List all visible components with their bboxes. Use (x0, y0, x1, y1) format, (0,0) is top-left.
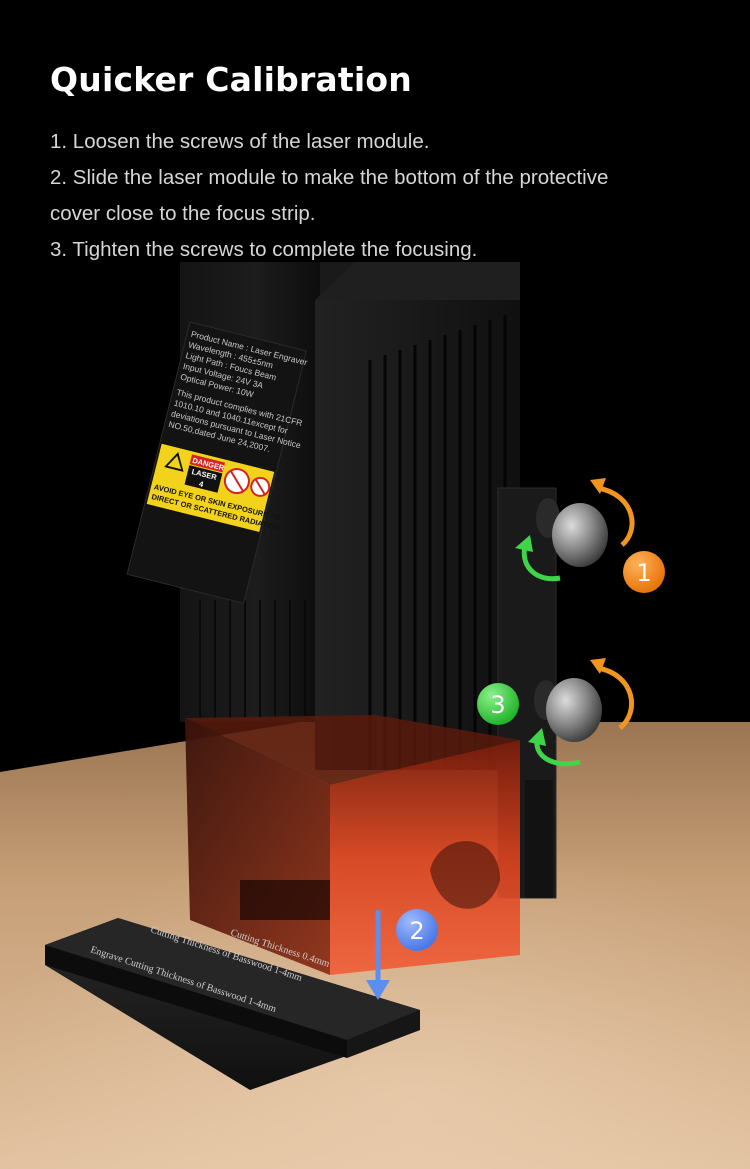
step-1-text: 1. Loosen the screws of the laser module… (50, 130, 430, 153)
calibration-steps: 1. Loosen the screws of the laser module… (50, 124, 730, 268)
laser-module: Product Name : Laser Engraver Wavelength… (126, 262, 557, 899)
step-badge-2-number: 2 (409, 917, 424, 945)
step-badge-3-number: 3 (490, 691, 505, 719)
page-title: Quicker Calibration (50, 60, 412, 99)
bottom-screw-knob (534, 678, 602, 742)
step-badge-1-number: 1 (636, 559, 651, 587)
tighten-arrow-green-bottom (528, 728, 581, 767)
top-screw-knob (536, 498, 608, 567)
loosen-arrow-orange-top (590, 478, 635, 547)
step-badge-2: 2 (396, 909, 438, 951)
step-2-text: 2. Slide the laser module to make the bo… (50, 166, 609, 189)
tighten-arrow-green-top (515, 535, 561, 582)
focus-strip: Engrave Cutting Thickness of Basswood 1-… (45, 918, 420, 1090)
laser-class-number: 4 (198, 479, 205, 489)
step-2-text-continued: cover close to the focus strip. (50, 202, 316, 225)
step-3-text: 3. Tighten the screws to complete the fo… (50, 238, 478, 261)
product-label: Product Name : Laser Engraver Wavelength… (126, 321, 309, 604)
step-badge-3: 3 (477, 683, 519, 725)
step-badge-1: 1 (623, 551, 665, 593)
loosen-arrow-orange-bottom (590, 658, 635, 730)
slide-down-arrow (366, 910, 390, 1000)
